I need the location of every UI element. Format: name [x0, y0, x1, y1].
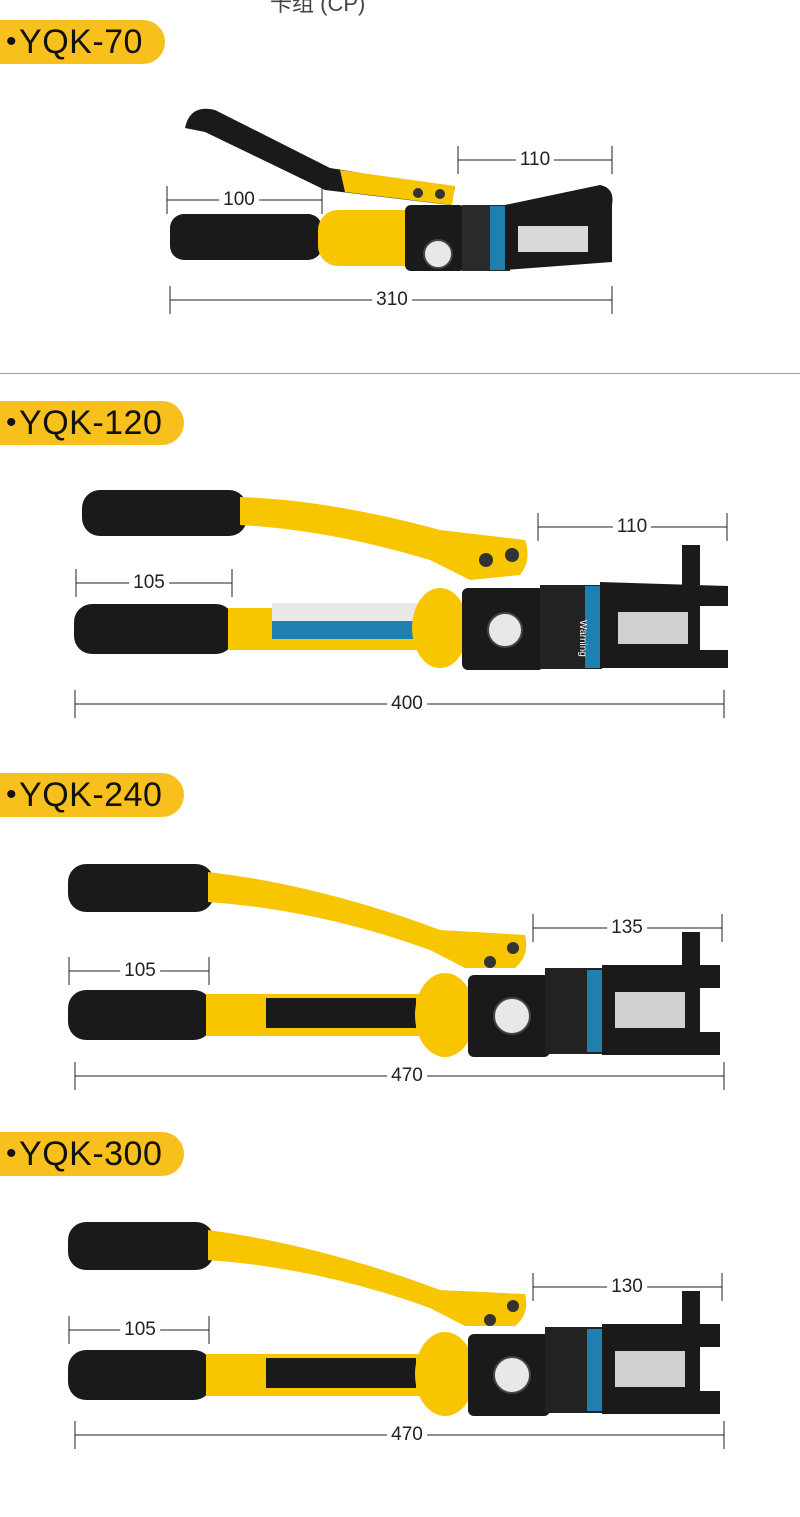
handle-length-label: 100	[219, 190, 259, 210]
tool-image-yqk-300	[68, 1222, 725, 1449]
overall-length-label: 310	[372, 290, 412, 310]
head-length-label: 110	[612, 517, 652, 537]
cut-off-header-text: 卡组 (CP)	[270, 0, 366, 16]
section-divider	[0, 373, 800, 374]
handle-length-label: 105	[120, 961, 160, 981]
head-length-label: 130	[607, 1277, 647, 1297]
warning-text-120: Warning	[577, 620, 588, 657]
model-badge-yqk-70: •YQK-70	[0, 20, 165, 64]
handle-length-label: 105	[129, 573, 169, 593]
head-length-label: 135	[607, 918, 647, 938]
tool-image-yqk-120: Warning	[74, 490, 728, 718]
overall-length-label: 400	[387, 694, 427, 714]
overall-length-label: 470	[387, 1425, 427, 1445]
model-badge-yqk-300: •YQK-300	[0, 1132, 185, 1176]
model-badge-yqk-240: •YQK-240	[0, 773, 185, 817]
tool-image-yqk-240	[68, 864, 725, 1090]
model-badge-yqk-120: •YQK-120	[0, 401, 185, 445]
tool-image-yqk-70	[166, 108, 613, 314]
overall-length-label: 470	[387, 1066, 427, 1086]
handle-length-label: 105	[120, 1320, 160, 1340]
head-length-label: 110	[515, 150, 555, 170]
